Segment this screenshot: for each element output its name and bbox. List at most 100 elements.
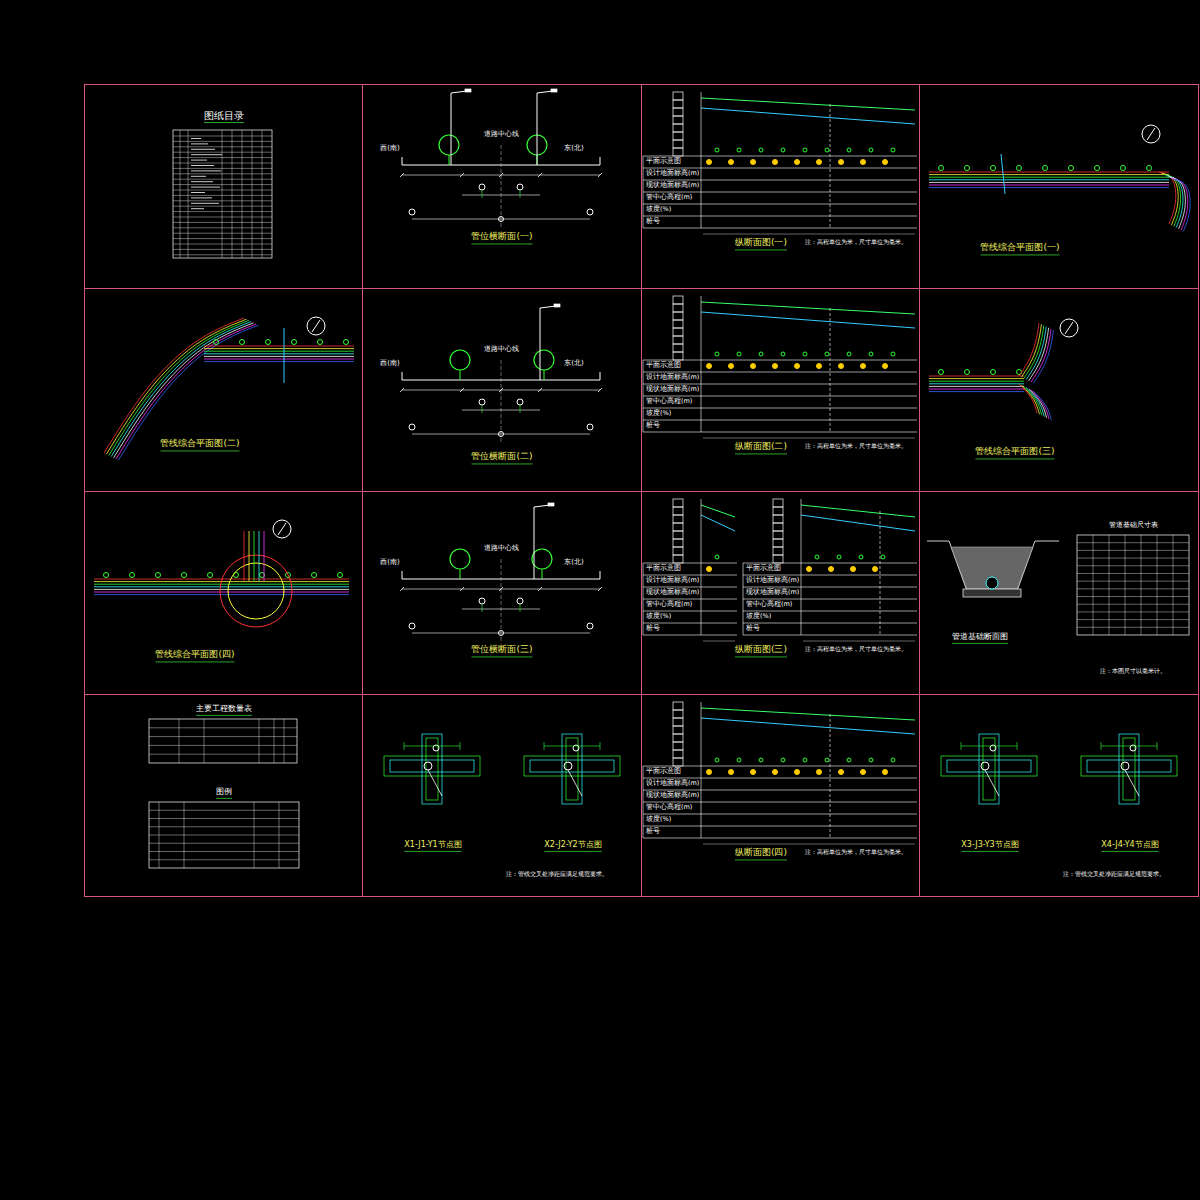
drawing-rect bbox=[673, 710, 683, 718]
drawing-line bbox=[196, 715, 252, 716]
drawing-circle bbox=[847, 148, 851, 152]
drawing-line bbox=[743, 575, 917, 576]
drawing-line bbox=[191, 181, 213, 182]
drawing-line bbox=[1101, 746, 1157, 747]
drawing-line bbox=[1077, 573, 1189, 574]
drawing-circle bbox=[991, 166, 996, 171]
drawing-line bbox=[643, 611, 737, 612]
drawing-circle bbox=[1060, 319, 1078, 337]
drawing-circle bbox=[751, 364, 756, 369]
drawing-line bbox=[94, 586, 349, 587]
drawing-circle bbox=[803, 352, 807, 356]
sheet-caption: 管道基础断面图 bbox=[952, 633, 1008, 642]
drawing-rect bbox=[673, 507, 683, 515]
drawing-label: 现状地面标高(m) bbox=[745, 589, 800, 596]
drawing-line bbox=[1169, 177, 1186, 229]
drawing-circle bbox=[1142, 125, 1160, 143]
drawing-circle bbox=[517, 184, 523, 190]
drawing-line bbox=[643, 408, 917, 409]
drawing-circle bbox=[715, 555, 719, 559]
drawing-line bbox=[520, 190, 521, 198]
drawing-line bbox=[520, 604, 521, 612]
drawing-line bbox=[1077, 550, 1189, 551]
drawing-rect bbox=[548, 503, 554, 506]
sheet-caption: X2-J2-Y2节点图 bbox=[544, 841, 601, 850]
drawing-sheet-frame: 管位横断面(一) bbox=[362, 84, 642, 289]
drawing-circle bbox=[891, 352, 895, 356]
drawing-rect bbox=[983, 738, 995, 800]
drawing-rect bbox=[773, 555, 783, 563]
drawing-line bbox=[259, 719, 260, 763]
drawing-label: 注：高程单位为米，尺寸单位为毫米。 bbox=[804, 849, 908, 856]
drawing-line bbox=[191, 143, 208, 144]
drawing-line bbox=[114, 323, 254, 458]
drawing-line bbox=[643, 802, 917, 803]
drawing-line bbox=[1173, 179, 1190, 231]
drawing-line bbox=[149, 745, 297, 746]
drawing-rect bbox=[773, 539, 783, 547]
drawing-line bbox=[404, 742, 405, 750]
drawing-line bbox=[544, 742, 545, 750]
drawing-line bbox=[428, 770, 442, 796]
drawing-line bbox=[801, 515, 915, 531]
drawing-rect bbox=[173, 130, 272, 258]
drawing-circle bbox=[825, 148, 829, 152]
sheet-caption: 管位横断面(二) bbox=[471, 452, 532, 462]
drawing-line bbox=[643, 396, 917, 397]
drawing-line bbox=[880, 511, 881, 635]
drawing-circle bbox=[409, 209, 415, 215]
drawing-rect bbox=[773, 531, 783, 539]
drawing-line bbox=[1031, 390, 1049, 419]
drawing-line bbox=[927, 541, 1059, 591]
drawing-line bbox=[830, 714, 831, 838]
drawing-line bbox=[703, 438, 915, 439]
drawing-label: 管道基础尺寸表 bbox=[1108, 522, 1159, 530]
drawing-line bbox=[149, 859, 299, 860]
drawing-label: 现状地面标高(m) bbox=[645, 589, 700, 596]
drawing-line bbox=[312, 320, 320, 332]
drawing-circle bbox=[479, 184, 485, 190]
drawing-line bbox=[204, 351, 354, 352]
drawing-label: 道路中心线 bbox=[483, 545, 520, 553]
drawing-rect bbox=[673, 515, 683, 523]
drawing-circle bbox=[318, 340, 323, 345]
drawing-circle bbox=[807, 567, 812, 572]
drawing-circle bbox=[759, 758, 763, 762]
drawing-line bbox=[1077, 604, 1189, 605]
drawing-label: 坡度(%) bbox=[645, 613, 672, 620]
drawing-line bbox=[191, 138, 201, 139]
drawing-line bbox=[462, 195, 540, 196]
drawing-circle bbox=[851, 567, 856, 572]
drawing-line bbox=[204, 361, 354, 362]
drawing-circle bbox=[307, 317, 325, 335]
drawing-line bbox=[701, 156, 702, 228]
drawing-line bbox=[801, 505, 915, 517]
drawing-line bbox=[929, 182, 1169, 183]
drawing-label: 注：管线交叉处净距应满足规范要求。 bbox=[1062, 871, 1166, 878]
drawing-line bbox=[499, 173, 503, 177]
drawing-label: 平面示意图 bbox=[645, 768, 682, 775]
drawing-line bbox=[542, 569, 543, 579]
drawing-line bbox=[643, 766, 644, 838]
drawing-line bbox=[460, 173, 464, 177]
drawing-circle bbox=[130, 573, 135, 578]
drawing-rect bbox=[673, 124, 683, 132]
drawing-line bbox=[643, 360, 917, 361]
drawing-label: 注：本图尺寸以毫米计。 bbox=[1099, 668, 1167, 675]
drawing-line bbox=[1077, 581, 1189, 582]
drawing-line bbox=[501, 559, 502, 641]
drawing-line bbox=[643, 228, 917, 229]
drawing-line bbox=[701, 499, 702, 563]
drawing-label: 平面示意图 bbox=[645, 158, 682, 165]
drawing-circle bbox=[715, 758, 719, 762]
drawing-label: 坡度(%) bbox=[645, 206, 672, 213]
drawing-line bbox=[1101, 742, 1102, 750]
drawing-circle bbox=[587, 424, 593, 430]
drawing-line bbox=[1164, 174, 1181, 226]
drawing-circle bbox=[859, 555, 863, 559]
drawing-rect bbox=[673, 742, 683, 750]
drawing-line bbox=[1161, 173, 1178, 225]
drawing-line bbox=[643, 587, 737, 588]
drawing-line bbox=[701, 563, 702, 635]
drawing-label: 东(北) bbox=[563, 559, 584, 567]
